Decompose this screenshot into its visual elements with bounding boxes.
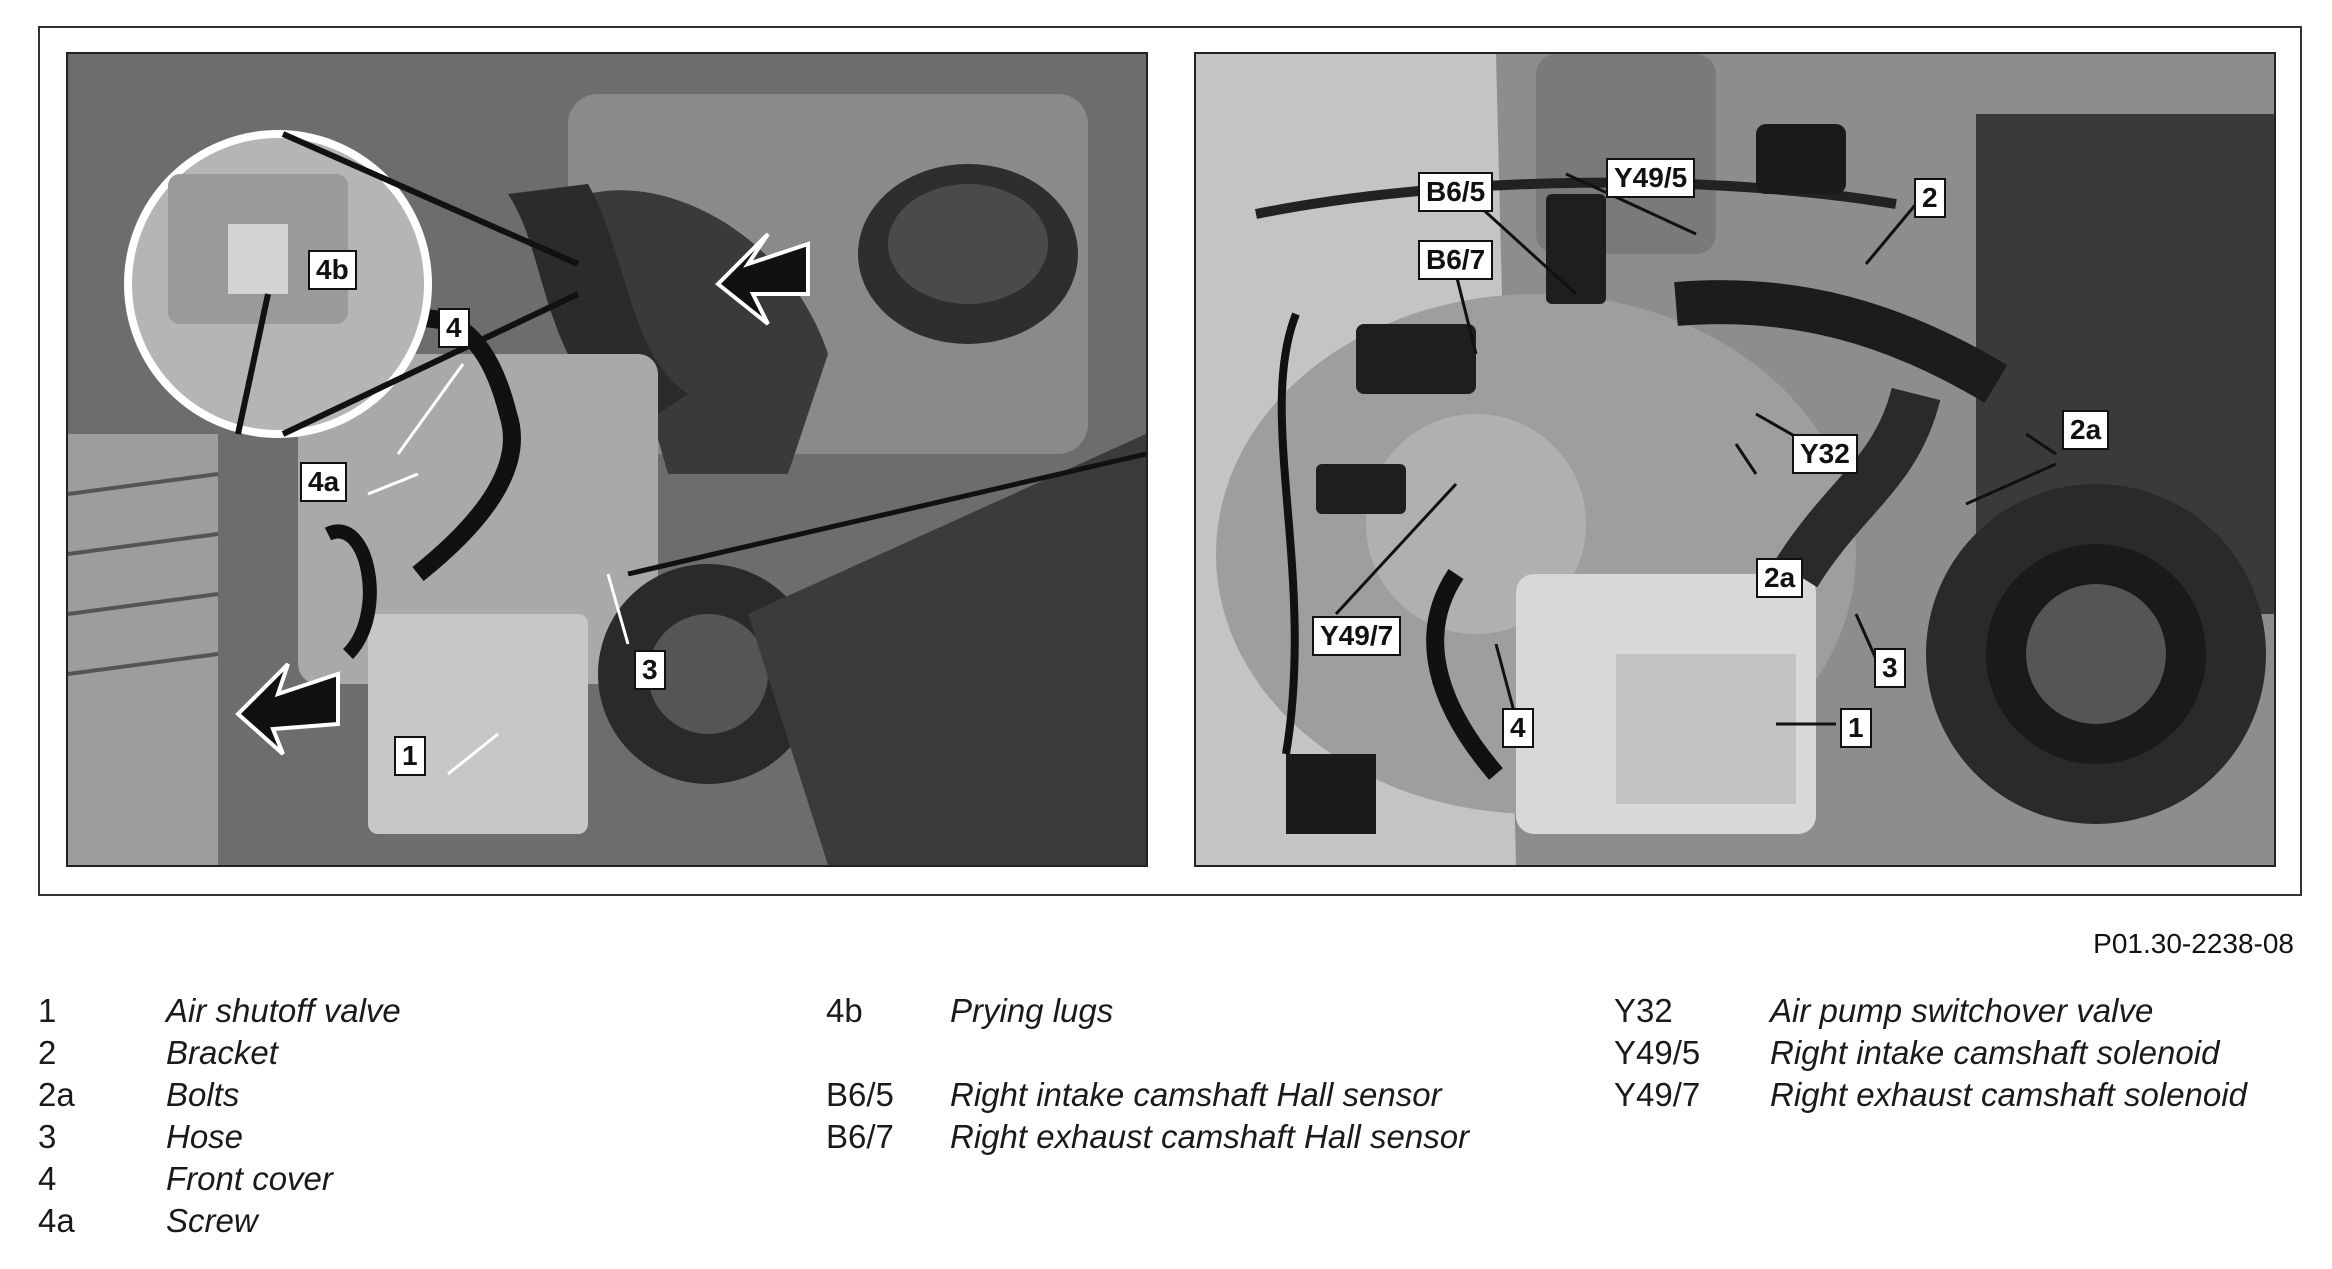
legend-label: Front cover [166, 1160, 333, 1197]
legend-item: B6/5 Right intake camshaft Hall sensor [826, 1074, 1469, 1116]
callout-4-right: 4 [1502, 708, 1534, 748]
legend-label: Air shutoff valve [166, 992, 401, 1029]
legend-key: 4b [826, 992, 863, 1029]
legend-item: 4a Screw [38, 1200, 401, 1242]
figure-frame: 4b 4 4a 3 1 [38, 26, 2302, 896]
legend-item: 2 Bracket [38, 1032, 401, 1074]
legend-label: Bracket [166, 1034, 278, 1071]
callout-y49-5: Y49/5 [1606, 158, 1696, 198]
callout-4a: 4a [300, 462, 348, 502]
legend-label: Hose [166, 1118, 244, 1155]
figure-id: P01.30-2238-08 [2093, 928, 2294, 959]
callout-4b: 4b [308, 250, 357, 290]
engine-photo-left: 4b 4 4a 3 1 [66, 52, 1148, 867]
callout-b6-5: B6/5 [1418, 172, 1494, 212]
legend-key: B6/7 [826, 1118, 894, 1155]
callout-y49-7: Y49/7 [1312, 616, 1402, 656]
legend-key: Y49/5 [1614, 1034, 1701, 1071]
legend-item: 4b Prying lugs [826, 990, 1469, 1032]
legend-label: Prying lugs [950, 992, 1114, 1029]
legend-label: Air pump switchover valve [1770, 992, 2154, 1029]
callout-2a-top: 2a [2062, 410, 2110, 450]
legend-key: 2a [38, 1076, 75, 1113]
callout-4: 4 [438, 308, 470, 348]
legend-label: Right intake camshaft solenoid [1770, 1034, 2220, 1071]
legend-key: 4 [38, 1160, 57, 1197]
legend-column-1: 1 Air shutoff valve 2 Bracket 2a Bolts 3… [38, 990, 401, 1242]
legend-label: Right exhaust camshaft Hall sensor [950, 1118, 1470, 1155]
callout-3-right: 3 [1874, 648, 1906, 688]
engine-illustration-right [1196, 54, 2274, 865]
legend-label: Right exhaust camshaft solenoid [1770, 1076, 2247, 1113]
callout-3: 3 [634, 650, 666, 690]
legend-item: Y49/5 Right intake camshaft solenoid [1614, 1032, 2247, 1074]
legend-key: 4a [38, 1202, 75, 1239]
legend-item: B6/7 Right exhaust camshaft Hall sensor [826, 1116, 1469, 1158]
legend-key: B6/5 [826, 1076, 894, 1113]
callout-1-right: 1 [1840, 708, 1872, 748]
legend-key: 2 [38, 1034, 57, 1071]
callout-1: 1 [394, 736, 426, 776]
legend-spacer [826, 1032, 1469, 1074]
legend-key: Y32 [1614, 992, 1673, 1029]
callout-b6-7: B6/7 [1418, 240, 1494, 280]
legend-item: 4 Front cover [38, 1158, 401, 1200]
legend-item: Y49/7 Right exhaust camshaft solenoid [1614, 1074, 2247, 1116]
callout-2a-mid: 2a [1756, 558, 1804, 598]
legend-label: Bolts [166, 1076, 240, 1113]
legend-key: Y49/7 [1614, 1076, 1701, 1113]
legend-item: Y32 Air pump switchover valve [1614, 990, 2247, 1032]
legend-label: Right intake camshaft Hall sensor [950, 1076, 1442, 1113]
legend-column-3: Y32 Air pump switchover valve Y49/5 Righ… [1614, 990, 2247, 1116]
legend-column-2: 4b Prying lugs B6/5 Right intake camshaf… [826, 990, 1469, 1158]
legend-item: 3 Hose [38, 1116, 401, 1158]
legend-item: 1 Air shutoff valve [38, 990, 401, 1032]
callout-y32: Y32 [1792, 434, 1858, 474]
legend-key: 3 [38, 1118, 57, 1155]
callout-2: 2 [1914, 178, 1946, 218]
legend-item: 2a Bolts [38, 1074, 401, 1116]
legend-label: Screw [166, 1202, 258, 1239]
legend-key: 1 [38, 992, 57, 1029]
engine-photo-right: B6/5 Y49/5 2 B6/7 2a Y32 2a Y49/7 3 4 1 [1194, 52, 2276, 867]
engine-illustration-left [68, 54, 1146, 865]
